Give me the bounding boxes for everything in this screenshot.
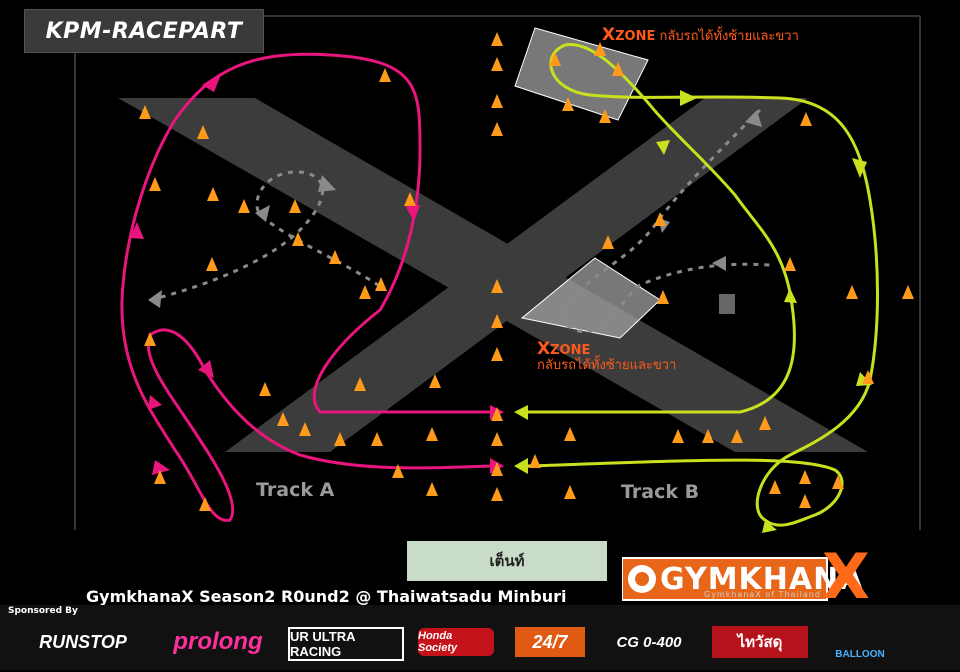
traffic-cone-icon bbox=[832, 475, 844, 489]
traffic-cone-icon bbox=[379, 68, 391, 82]
traffic-cone-icon bbox=[491, 487, 503, 501]
traffic-cone-icon bbox=[491, 407, 503, 421]
traffic-cone-icon bbox=[491, 32, 503, 46]
traffic-cone-icon bbox=[292, 232, 304, 246]
traffic-cone-icon bbox=[731, 429, 743, 443]
logo-x-letter: X bbox=[822, 540, 870, 613]
traffic-cone-icon bbox=[371, 432, 383, 446]
traffic-cone-icon bbox=[404, 192, 416, 206]
track-a-label: Track A bbox=[256, 479, 335, 501]
traffic-cone-icon bbox=[784, 257, 796, 271]
traffic-cone-icon bbox=[800, 112, 812, 126]
traffic-cone-icon bbox=[564, 485, 576, 499]
logo-graphic bbox=[622, 557, 828, 601]
traffic-cone-icon bbox=[654, 212, 666, 226]
traffic-cone-icon bbox=[144, 332, 156, 346]
x-zone-prefix: X bbox=[602, 25, 616, 45]
traffic-cone-icon bbox=[549, 52, 561, 66]
logo-tagline: GymkhanaX of Thailand bbox=[704, 590, 821, 599]
traffic-cone-icon bbox=[154, 470, 166, 484]
traffic-cone-icon bbox=[199, 497, 211, 511]
traffic-cone-icon bbox=[759, 416, 771, 430]
traffic-cone-icon bbox=[672, 429, 684, 443]
traffic-cone-icon bbox=[862, 370, 874, 384]
traffic-cone-icon bbox=[602, 235, 614, 249]
traffic-cone-icon bbox=[491, 347, 503, 361]
alt-path-left bbox=[149, 170, 379, 302]
traffic-cone-icon bbox=[846, 285, 858, 299]
traffic-cone-icon bbox=[197, 125, 209, 139]
traffic-cone-icon bbox=[769, 480, 781, 494]
traffic-cone-icon bbox=[277, 412, 289, 426]
sponsor-runstop: RUNSTOP bbox=[39, 631, 127, 652]
sponsor-ultra-racing: UR ULTRA RACING bbox=[288, 627, 404, 661]
traffic-cone-icon bbox=[299, 422, 311, 436]
traffic-cone-icon bbox=[359, 285, 371, 299]
start-tent-box: เต็นท์ bbox=[407, 541, 607, 581]
traffic-cone-icon bbox=[289, 199, 301, 213]
traffic-cone-icon bbox=[334, 432, 346, 446]
traffic-cone-icon bbox=[529, 454, 541, 468]
x-zone-word: ZONE bbox=[550, 343, 591, 358]
traffic-cone-icon bbox=[259, 382, 271, 396]
big-x-shape bbox=[118, 98, 868, 452]
obstacle-block bbox=[719, 294, 735, 314]
brand-banner: KPM-RACEPART bbox=[24, 9, 264, 53]
traffic-cone-icon bbox=[564, 427, 576, 441]
alt-path-right bbox=[562, 108, 771, 334]
traffic-cone-icon bbox=[238, 199, 250, 213]
start-tent-label: เต็นท์ bbox=[489, 552, 525, 570]
traffic-cone-icon bbox=[139, 105, 151, 119]
traffic-cone-icon bbox=[799, 470, 811, 484]
traffic-cone-icon bbox=[426, 482, 438, 496]
logo-text: GYMKHANA bbox=[660, 562, 864, 597]
traffic-cone-icon bbox=[491, 432, 503, 446]
x-zone-label-middle: XZONE กลับรถได้ทั้งซ้ายและขวา bbox=[537, 339, 677, 374]
traffic-cone-icon bbox=[329, 250, 341, 264]
gymkhanax-logo: GYMKHANA X GymkhanaX of Thailand bbox=[622, 546, 912, 608]
x-zone-note: กลับรถได้ทั้งซ้ายและขวา bbox=[659, 29, 799, 44]
sponsor-cg-0-400: CG 0-400 bbox=[616, 633, 682, 651]
sponsor-balloon: BALLOON bbox=[835, 648, 885, 660]
traffic-cone-icon bbox=[491, 279, 503, 293]
traffic-cone-icon bbox=[562, 97, 574, 111]
sponsor-honda-society: Honda Society bbox=[418, 628, 494, 656]
traffic-cone-icon bbox=[491, 314, 503, 328]
x-zone-label-top: XZONE กลับรถได้ทั้งซ้ายและขวา bbox=[602, 25, 799, 45]
traffic-cone-icon bbox=[491, 122, 503, 136]
traffic-cone-icon bbox=[902, 285, 914, 299]
x-zone-word: ZONE bbox=[615, 29, 656, 44]
traffic-cone-icon bbox=[491, 94, 503, 108]
track-b-label: Track B bbox=[621, 481, 700, 503]
sponsor-thaiwatsadu: ไทวัสดุ bbox=[712, 626, 808, 658]
traffic-cone-icon bbox=[426, 427, 438, 441]
event-title: GymkhanaX Season2 R0und2 @ Thaiwatsadu M… bbox=[86, 587, 567, 606]
traffic-cone-icon bbox=[657, 290, 669, 304]
traffic-cone-icon bbox=[392, 464, 404, 478]
x-zone-note: กลับรถได้ทั้งซ้ายและขวา bbox=[537, 358, 677, 373]
traffic-cone-icon bbox=[612, 62, 624, 76]
traffic-cone-icon bbox=[206, 257, 218, 271]
traffic-cone-icon bbox=[375, 277, 387, 291]
traffic-cone-icon bbox=[599, 109, 611, 123]
traffic-cone-icon bbox=[207, 187, 219, 201]
traffic-cones bbox=[139, 32, 914, 511]
track-b-route bbox=[527, 42, 879, 527]
sponsor-prolong: prolong bbox=[173, 628, 263, 655]
traffic-cone-icon bbox=[594, 42, 606, 56]
track-b-arrows bbox=[514, 90, 872, 533]
traffic-cone-icon bbox=[149, 177, 161, 191]
traffic-cone-icon bbox=[429, 374, 441, 388]
sponsored-by-label: Sponsored By bbox=[8, 606, 78, 616]
traffic-cone-icon bbox=[491, 57, 503, 71]
x-zone-prefix: X bbox=[537, 339, 551, 359]
brand-name: KPM-RACEPART bbox=[45, 18, 243, 44]
traffic-cone-icon bbox=[702, 429, 714, 443]
traffic-cone-icon bbox=[354, 377, 366, 391]
traffic-cone-icon bbox=[799, 494, 811, 508]
sponsor-24-7: 24/7 bbox=[515, 627, 585, 657]
traffic-cone-icon bbox=[491, 462, 503, 476]
